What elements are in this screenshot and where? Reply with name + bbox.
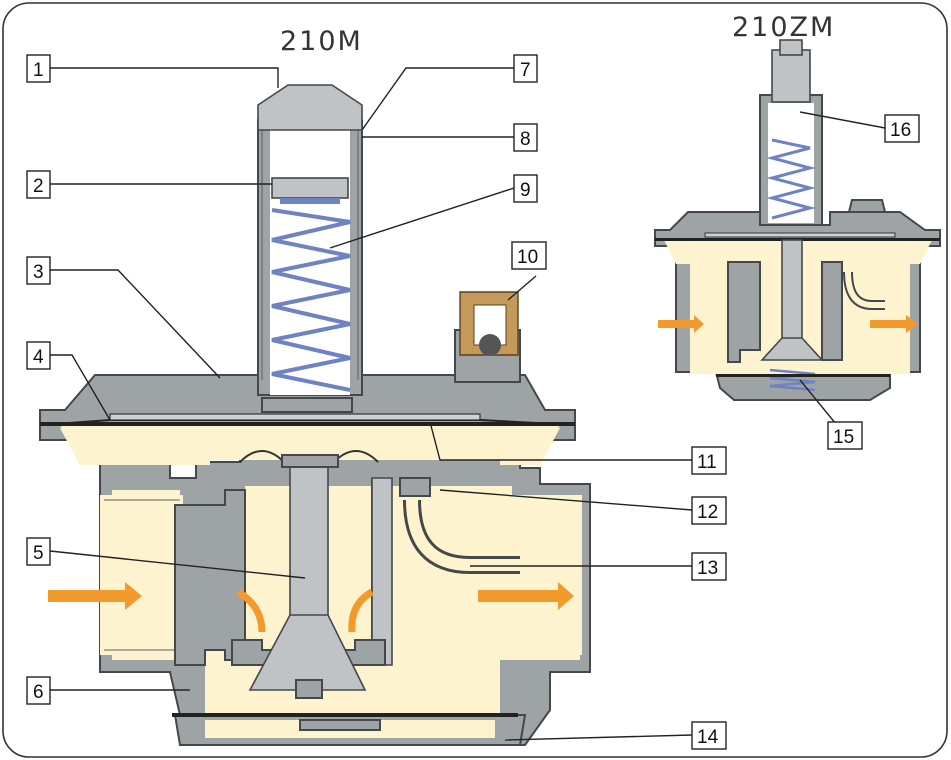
diaphragm-plate [109,413,481,421]
regulator-210m [39,84,591,746]
impulse-fitting [399,477,431,497]
adjusting-cap [257,84,363,131]
callout-7: 7 [513,54,538,83]
callout-11: 11 [691,446,727,475]
adjuster-seat [280,198,340,204]
zm-lower-spring [769,368,816,392]
callout-label-5: 5 [33,543,44,564]
callout-leaders [49,67,886,741]
callout-label-11: 11 [697,452,717,473]
inlet-flow-arrow [48,582,142,610]
callout-9: 9 [513,174,538,203]
regulator-210zm [654,39,941,401]
callout-label-15: 15 [833,427,854,448]
inlet-threads [104,499,180,651]
right-partition [371,477,393,666]
zm-valve-stem [781,239,803,341]
stem-collar [281,454,339,468]
inlet-wall [174,489,246,666]
bottom-gasket [172,713,518,717]
callout-2: 2 [26,170,51,199]
zm-spring [766,138,816,220]
lower-diaphragm-space [60,428,560,465]
outlet-port [492,495,582,655]
title-210m: 210M [280,26,363,57]
zm-right-wall [821,261,843,361]
zm-adjusting-stem [779,39,803,56]
callout-label-16: 16 [890,120,911,141]
zm-impulse-tube-inner [845,271,885,308]
callout-16: 16 [884,114,920,143]
range-spring [271,208,351,392]
callout-10: 10 [511,241,547,270]
callout-label-4: 4 [33,347,44,368]
callout-15: 15 [827,421,863,450]
outlet-flow-arrow [478,582,574,610]
inlet-turn-arrow [236,588,266,633]
outlet-turn-arrow [348,588,374,633]
inlet-port [100,495,183,655]
zm-left-wall [727,261,761,363]
callout-label-14: 14 [697,727,719,748]
title-210zm: 210ZM [732,12,835,43]
spring-seat [261,397,353,413]
callout-label-7: 7 [520,60,531,81]
callout-14: 14 [691,721,727,750]
callout-label-13: 13 [697,558,718,579]
callout-label-6: 6 [33,682,44,703]
callout-8: 8 [513,123,538,152]
bottom-plug [299,719,381,731]
stem-nut [295,679,323,699]
zm-bottom-gasket [716,374,890,377]
relief-valve-ball [479,334,501,356]
callout-6: 6 [26,676,51,705]
housing-threads [261,130,359,380]
callout-13: 13 [691,552,727,581]
callout-label-2: 2 [33,176,44,197]
callout-3: 3 [26,256,51,285]
zm-bonnet-cap [771,49,811,103]
spring-adjuster [271,177,349,199]
impulse-tube-inner [406,499,520,571]
callout-label-8: 8 [520,129,531,150]
callout-4: 4 [26,341,51,370]
callout-label-12: 12 [697,502,718,523]
callout-label-9: 9 [520,180,531,201]
flange-gasket [40,422,575,426]
valve-disc [248,614,367,691]
callout-label-10: 10 [517,247,538,268]
zm-outlet-flow-arrow [870,315,918,333]
callout-label-1: 1 [33,60,44,81]
lever-left [239,450,285,463]
callout-12: 12 [691,496,727,525]
zm-inlet-flow-arrow [658,315,704,333]
zm-diaphragm-plate [704,232,896,238]
callout-1: 1 [26,54,51,83]
callout-5: 5 [26,537,51,566]
zm-vent-nozzle [847,199,887,213]
callout-label-3: 3 [33,262,44,283]
